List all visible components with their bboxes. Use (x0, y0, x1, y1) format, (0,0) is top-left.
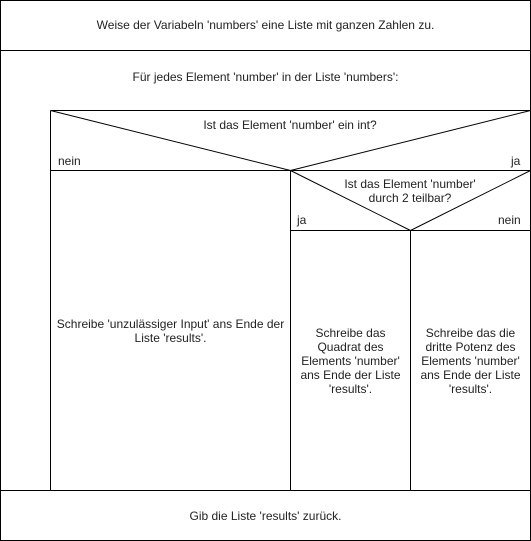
action-cube-cell: Schreibe das die dritte Potenz des Eleme… (411, 231, 530, 490)
loop-header-cell: Für jedes Element 'number' in der Liste … (0, 60, 531, 94)
decision-2-right-diagonal (410, 170, 531, 231)
decision-2-left-diagonal (290, 170, 411, 231)
decision-1-right-diagonal (290, 110, 531, 171)
init-statement: Weise der Variabeln 'numbers' eine Liste… (96, 18, 435, 32)
decision-1-yes-label: ja (511, 154, 521, 168)
decision-2-question-line-2: durch 2 teilbar? (368, 191, 452, 205)
return-statement-cell: Gib die Liste 'results' zurück. (0, 491, 531, 540)
action-invalid-cell: Schreibe 'unzulässiger Input' ans Ende d… (51, 171, 290, 490)
action-square: Schreibe das Quadrat des Elements 'numbe… (300, 325, 401, 396)
loop-header: Für jedes Element 'number' in der Liste … (132, 70, 399, 84)
decision-2-question-line-1: Ist das Element 'number' (344, 177, 476, 191)
action-invalid: Schreibe 'unzulässiger Input' ans Ende d… (56, 316, 285, 345)
decision-2-yes-label: ja (297, 213, 307, 227)
decision-1-no-label: nein (58, 154, 81, 168)
decision-2-question: Ist das Element 'number' durch 2 teilbar… (320, 177, 500, 205)
return-statement: Gib die Liste 'results' zurück. (189, 508, 342, 523)
decision-2-no-label: nein (498, 213, 521, 227)
init-statement-cell: Weise der Variabeln 'numbers' eine Liste… (0, 0, 531, 50)
action-cube: Schreibe das die dritte Potenz des Eleme… (420, 325, 521, 396)
decision-1-question: Ist das Element 'number' ein int? (203, 118, 377, 132)
decision-1-left-diagonal (50, 110, 291, 171)
action-square-cell: Schreibe das Quadrat des Elements 'numbe… (291, 231, 410, 490)
